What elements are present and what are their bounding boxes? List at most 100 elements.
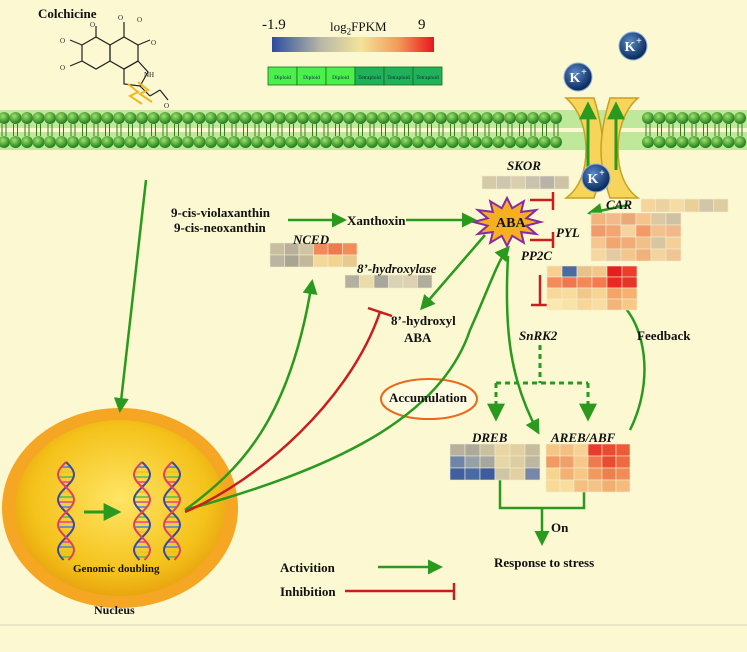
genomic-doubling-label: Genomic doubling (73, 563, 160, 575)
heatmap-cell (650, 212, 667, 226)
heatmap-cell (587, 479, 603, 493)
heatmap-cell (561, 298, 578, 311)
heatmap-cell (621, 298, 638, 311)
heatmap-cell (576, 287, 593, 300)
svg-text:O: O (118, 14, 123, 22)
heatmap-cell (601, 455, 617, 469)
k-ion-icon: K+ (563, 62, 593, 92)
heatmap-hydroxylase (344, 274, 433, 289)
heatmap-cell (554, 175, 570, 190)
heatmap-cell (620, 212, 637, 226)
heatmap-pyl (590, 212, 682, 262)
scale-max: 9 (418, 17, 426, 33)
k-ion-icon: K+ (581, 163, 611, 193)
heatmap-cell (635, 248, 652, 262)
heatmaps (269, 175, 729, 493)
heatmap-cell (269, 242, 285, 256)
dreb-label: DREB (472, 430, 508, 445)
heatmap-cell (621, 287, 638, 300)
heatmap-cell (620, 248, 637, 262)
sample-label: Tetraploid (358, 75, 381, 81)
heatmap-cell (698, 198, 714, 213)
heatmap-cell (313, 254, 329, 268)
feedback-label: Feedback (637, 328, 691, 343)
heatmap-cell (494, 455, 511, 469)
heatmap-cell (605, 212, 622, 226)
heatmap-cell (591, 265, 608, 278)
sample-label: Tetraploid (387, 75, 410, 81)
heatmap-cell (713, 198, 729, 213)
snrk2-dashed-arrows (487, 345, 597, 422)
dna-helix-icon (56, 461, 76, 561)
svg-text:K: K (588, 172, 599, 187)
activation-arrows (113, 179, 646, 575)
car-label: CAR (606, 197, 633, 212)
heatmap-cell (590, 212, 607, 226)
heatmap-cell (655, 198, 671, 213)
heatmap-cell (601, 467, 617, 481)
heatmap-cell (327, 254, 343, 268)
dna-helix-icon (162, 461, 182, 561)
scale-title: log2FPKM (330, 19, 387, 37)
hydroxyl-aba-label-1: 8’-hydroxyl (391, 313, 456, 328)
heatmap-cell (615, 479, 631, 493)
heatmap-cell (573, 467, 589, 481)
scale-min: -1.9 (262, 17, 286, 33)
heatmap-cell (546, 287, 563, 300)
heatmap-cell (545, 479, 561, 493)
heatmap-cell (665, 224, 682, 238)
nced-label: NCED (293, 232, 330, 247)
heatmap-cell (665, 236, 682, 250)
heatmap-cell (509, 443, 526, 457)
heatmap-cell (509, 455, 526, 469)
heatmap-cell (525, 175, 541, 190)
heatmap-cell (587, 467, 603, 481)
heatmap-dreb (449, 443, 541, 481)
heatmap-cell (635, 212, 652, 226)
cell-membrane (0, 110, 747, 150)
heatmap-cell (449, 443, 466, 457)
sample-label: Diploid (332, 75, 349, 81)
colchicine-label: Colchicine (38, 6, 97, 21)
heatmap-cell (464, 467, 481, 481)
heatmap-cell (464, 455, 481, 469)
heatmap-cell (524, 455, 541, 469)
heatmap-cell (640, 198, 656, 213)
svg-text:O: O (151, 39, 156, 47)
hydroxylase-label: 8’-hydroxylase (357, 261, 437, 276)
heatmap-cell (524, 467, 541, 481)
sample-box (412, 66, 443, 86)
svg-text:O: O (60, 37, 65, 45)
svg-text:+: + (581, 67, 587, 78)
response-label: Response to stress (494, 555, 595, 570)
heatmap-cell (509, 467, 526, 481)
nucleus-label: Nucleus (94, 603, 135, 617)
accumulation-label: Accumulation (389, 390, 467, 405)
heatmap-cell (559, 467, 575, 481)
heatmap-cell (342, 254, 358, 268)
dna-helix-icon (132, 461, 152, 561)
heatmap-cell (481, 175, 497, 190)
heatmap-cell (590, 236, 607, 250)
heatmap-cell (635, 236, 652, 250)
heatmap-cell (479, 455, 496, 469)
heatmap-cell (684, 198, 700, 213)
svg-text:O: O (90, 21, 95, 29)
heatmap-cell (545, 467, 561, 481)
heatmap-cell (650, 224, 667, 238)
heatmap-cell (561, 276, 578, 289)
heatmap-nced (269, 242, 358, 268)
heatmap-cell (606, 287, 623, 300)
heatmap-cell (559, 479, 575, 493)
heatmap-cell (576, 276, 593, 289)
pp2c-label: PP2C (521, 248, 553, 263)
heatmap-areb (545, 443, 631, 493)
heatmap-cell (576, 298, 593, 311)
heatmap-cell (546, 298, 563, 311)
on-label: On (551, 520, 569, 535)
svg-text:O: O (164, 102, 169, 110)
heatmap-cell (590, 224, 607, 238)
heatmap-cell (496, 175, 512, 190)
